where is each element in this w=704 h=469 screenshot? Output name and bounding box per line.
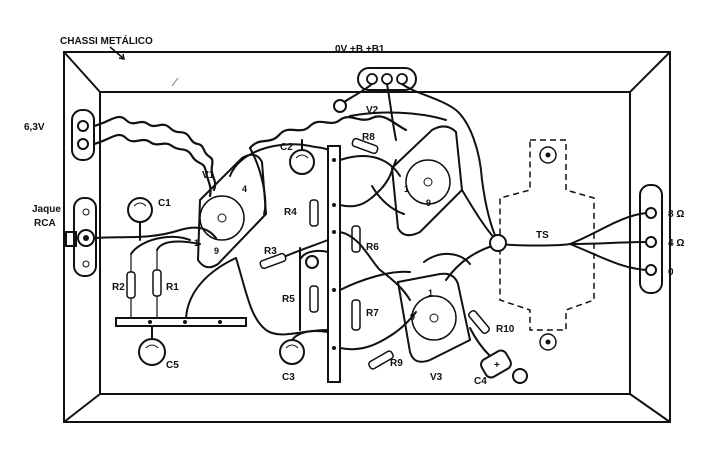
resistor-r5-label: R5 bbox=[282, 294, 295, 305]
resistor-r4-label: R4 bbox=[284, 207, 297, 218]
v3-pin-9: 9 bbox=[410, 312, 415, 322]
heater-label: 6,3V bbox=[24, 122, 45, 133]
transformer-label: TS bbox=[536, 230, 549, 241]
resistor-r2-label: R2 bbox=[112, 282, 125, 293]
rca-jack bbox=[65, 197, 97, 277]
tube-v3-label: V3 bbox=[430, 372, 443, 383]
resistor-r6-label: R6 bbox=[366, 242, 379, 253]
heater-wiring bbox=[92, 115, 408, 198]
v2-ground-lug bbox=[333, 99, 347, 113]
resistor-r7 bbox=[351, 299, 361, 331]
resistor-r6 bbox=[351, 225, 361, 253]
resistor-r5 bbox=[309, 285, 319, 313]
supply-labels: 0V +B +B1 bbox=[335, 44, 385, 55]
capacitor-c1-label: C1 bbox=[158, 198, 171, 209]
v2-pin-9: 9 bbox=[426, 198, 431, 208]
capacitor-c2 bbox=[289, 149, 315, 175]
ground-lug bbox=[305, 255, 319, 269]
v1-pin-1: 1 bbox=[194, 238, 199, 248]
title-arrow bbox=[109, 46, 124, 59]
v3-pin-1: 1 bbox=[428, 288, 433, 298]
chassis-title: CHASSI METÁLICO bbox=[60, 34, 153, 47]
output-transformer bbox=[499, 139, 595, 351]
output-8ohm-label: 8 Ω bbox=[668, 209, 684, 220]
capacitor-c1 bbox=[127, 197, 153, 223]
resistor-r1 bbox=[152, 250, 162, 318]
circuit-wiring bbox=[95, 83, 647, 357]
capacitor-c5-label: C5 bbox=[166, 360, 179, 371]
resistor-r7-label: R7 bbox=[366, 308, 379, 319]
ground-strip bbox=[115, 317, 247, 327]
resistor-r8 bbox=[351, 137, 379, 155]
resistor-r8-label: R8 bbox=[362, 132, 375, 143]
resistor-r4 bbox=[309, 199, 319, 227]
resistor-r3-label: R3 bbox=[264, 246, 277, 257]
output-0-label: 0 bbox=[668, 267, 674, 278]
v1-pin-4: 4 bbox=[242, 184, 247, 194]
jack-label-line2: RCA bbox=[34, 218, 56, 229]
tube-v2-label: V2 bbox=[366, 105, 379, 116]
terminal-strip bbox=[327, 145, 341, 383]
output-4ohm-label: 4 Ω bbox=[668, 238, 684, 249]
resistor-r9 bbox=[368, 350, 394, 370]
v1-pin-9: 9 bbox=[214, 246, 219, 256]
tube-socket-v2 bbox=[390, 125, 464, 237]
resistor-r10-label: R10 bbox=[496, 324, 515, 335]
capacitor-c4 bbox=[480, 349, 528, 384]
tube-socket-v3 bbox=[396, 272, 472, 363]
resistor-r1-label: R1 bbox=[166, 282, 179, 293]
jack-label-line1: Jaque bbox=[32, 204, 61, 215]
tube-v1-label: V1 bbox=[202, 170, 215, 181]
capacitor-c4-label: C4 bbox=[474, 376, 487, 387]
heater-terminal bbox=[71, 109, 95, 161]
resistor-r9-label: R9 bbox=[390, 358, 403, 369]
resistor-r2 bbox=[126, 254, 136, 318]
capacitor-c5 bbox=[138, 338, 166, 366]
v2-pin-1: 1 bbox=[404, 184, 409, 194]
c4-plus-mark: + bbox=[494, 360, 500, 371]
capacitor-c3-label: C3 bbox=[282, 372, 295, 383]
resistor-r10 bbox=[468, 309, 490, 335]
junction-node bbox=[489, 234, 507, 252]
output-terminal bbox=[639, 184, 663, 294]
capacitor-c3 bbox=[279, 339, 305, 365]
capacitor-c2-label: C2 bbox=[280, 142, 293, 153]
